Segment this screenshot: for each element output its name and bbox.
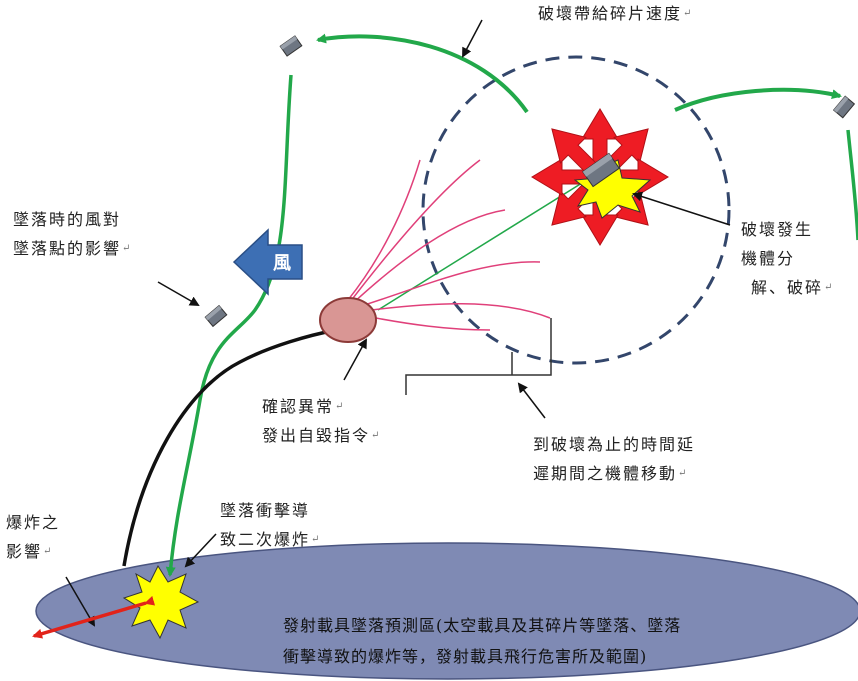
pointer-anomaly xyxy=(343,338,367,381)
label-breakup: 破壞發生 機體分 解、破碎↵ xyxy=(741,220,833,297)
debris-fragment-falling xyxy=(204,304,228,328)
return-mark: ↵ xyxy=(122,243,131,254)
pointer-wind-effect xyxy=(157,281,200,306)
label-secondary-explosion: 墜落衝擊導 致二次爆炸↵ xyxy=(220,501,320,549)
debris-fragment-right xyxy=(832,95,856,119)
label-delay-motion: 到破壞為止的時間延 遲期間之機體移動↵ xyxy=(533,435,696,483)
flight-path xyxy=(122,328,337,567)
label-anomaly: 確認異常↵ 發出自毀指令↵ xyxy=(262,397,380,445)
return-mark: ↵ xyxy=(43,546,52,557)
explosion-radius-arrow xyxy=(32,595,156,639)
wind-arrow-label: 風 xyxy=(273,253,291,274)
debris-fall-path-left xyxy=(165,74,293,577)
label-fragment-speed: 破壞帶給碎片速度↵ xyxy=(538,4,692,23)
pointer-fragment-speed xyxy=(462,19,483,58)
label-wind-effect: 墜落時的風對 墜落點的影響↵ xyxy=(13,210,131,258)
return-mark: ↵ xyxy=(335,401,344,412)
return-mark: ↵ xyxy=(678,468,687,479)
debris-dispersion-lines xyxy=(347,159,551,331)
breakup-zone-circle xyxy=(421,55,731,365)
return-mark: ↵ xyxy=(824,282,833,293)
wind-arrow xyxy=(232,228,303,296)
pointer-breakup xyxy=(632,191,731,226)
debris-trajectory-right xyxy=(674,87,842,112)
delay-brace xyxy=(405,318,552,395)
anomaly-point-ellipse xyxy=(319,297,377,343)
debris-fragment-top-left xyxy=(279,35,303,57)
pointer-delay xyxy=(517,382,546,419)
return-mark: ↵ xyxy=(311,534,320,545)
debris-trajectory-left xyxy=(316,33,529,114)
vehicle-breaking-up xyxy=(582,152,620,188)
return-mark: ↵ xyxy=(371,430,380,441)
pointer-secondary-explosion xyxy=(184,533,217,568)
breakup-flash xyxy=(573,159,652,219)
label-impact-zone: 發射載具墜落預測區(太空載具及其碎片等墜落、墜落 衝擊導致的爆炸等，發射載具飛行… xyxy=(283,616,682,666)
label-explosion-effect: 爆炸之 影響↵ xyxy=(6,513,61,561)
debris-fall-path-right xyxy=(846,129,858,241)
return-mark: ↵ xyxy=(683,8,692,19)
